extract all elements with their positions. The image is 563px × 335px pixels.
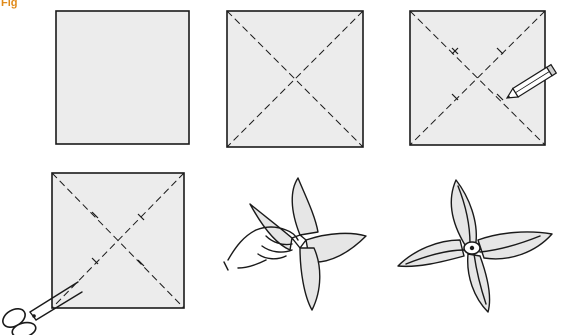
step-1-square-paper (56, 11, 189, 144)
pinwheel-icon (398, 180, 552, 312)
step-4-cut-with-scissors (0, 173, 184, 335)
step-6-finished-pinwheel (398, 180, 552, 312)
step-3-mark-with-pencil (410, 11, 556, 145)
step-5-fold-corners-to-center (224, 178, 366, 310)
square-paper-icon (56, 11, 189, 144)
partial-pinwheel-blades (250, 178, 366, 310)
step-2-diagonal-fold-lines (227, 11, 363, 147)
